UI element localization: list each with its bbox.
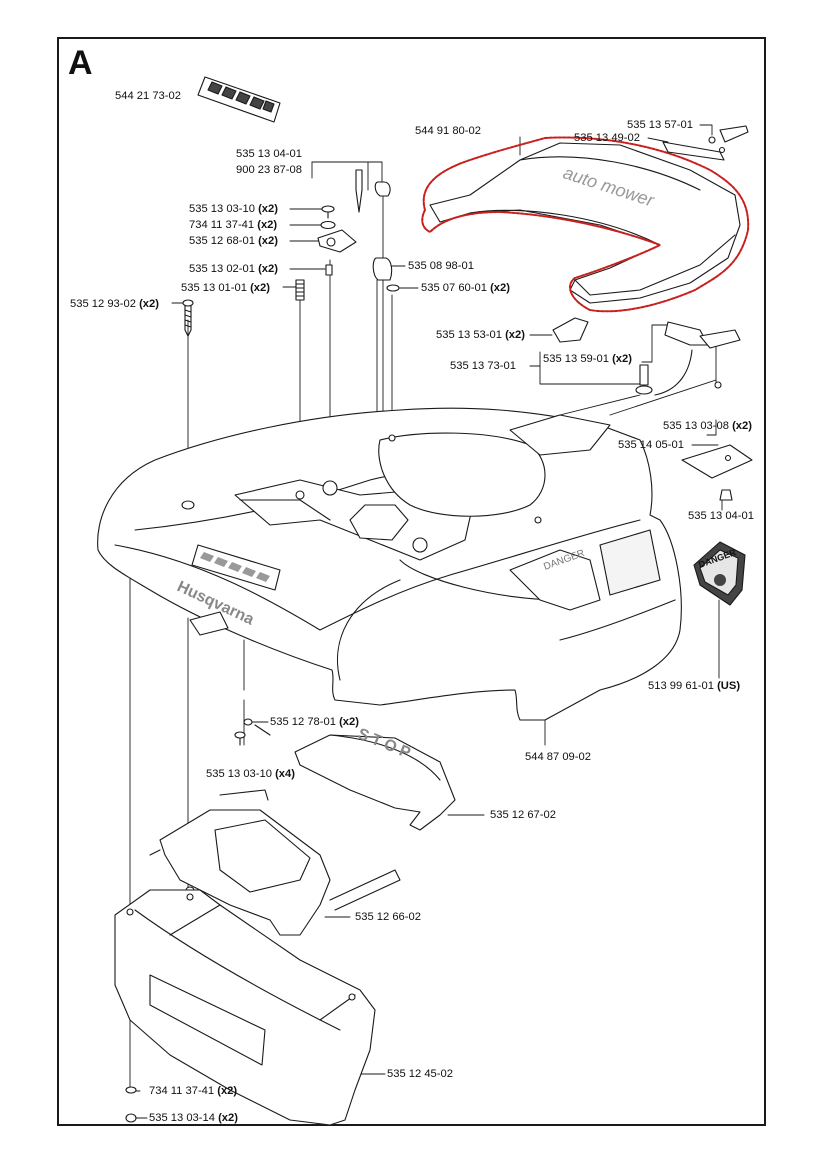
- part-label: 544 21 73-02: [115, 90, 181, 102]
- part-label: 513 99 61-01 (US): [648, 680, 741, 692]
- part-label: 535 13 03-10 (x4): [206, 768, 295, 780]
- part-label: 535 13 03-08 (x2): [663, 420, 752, 432]
- part-label: 535 08 98-01: [408, 260, 474, 272]
- part-label: 535 13 03-10 (x2): [189, 203, 278, 215]
- part-label: 900 23 87-08: [236, 164, 302, 176]
- section-letter: A: [68, 44, 93, 82]
- danger-label-drawing: DANGER: [693, 541, 746, 606]
- part-label: 535 13 57-01: [627, 119, 693, 131]
- part-label: 535 13 04-01: [688, 510, 754, 522]
- front-bumper-drawing: [114, 889, 376, 1126]
- fastener-drawings: [182, 169, 753, 501]
- part-label: 535 13 73-01: [450, 360, 516, 372]
- hinge-part-drawing: [662, 125, 749, 161]
- part-label: 535 13 59-01 (x2): [543, 353, 632, 365]
- part-label: 535 13 53-01 (x2): [436, 329, 525, 341]
- part-label: 535 12 45-02: [387, 1068, 453, 1080]
- part-label: 535 12 78-01 (x2): [270, 716, 359, 728]
- top-cover-drawing: auto mower: [429, 142, 741, 304]
- part-label: 535 12 66-02: [355, 911, 421, 923]
- part-label: 535 12 68-01 (x2): [189, 235, 278, 247]
- diagram-frame: [57, 37, 766, 1126]
- highlight-outline: [421, 136, 750, 313]
- leader-lines: [129, 124, 723, 1119]
- part-label: 734 11 37-41 (x2): [149, 1085, 238, 1097]
- part-label: 535 13 03-14 (x2): [149, 1112, 238, 1124]
- part-label: 535 07 60-01 (x2): [421, 282, 510, 294]
- part-label: 544 87 09-02: [525, 751, 591, 763]
- body-shell-drawing: Husqvarna DANGER: [97, 407, 682, 721]
- part-label: 535 13 02-01 (x2): [189, 263, 278, 275]
- part-label: 535 12 93-02 (x2): [70, 298, 159, 310]
- part-label: 535 14 05-01: [618, 439, 684, 451]
- part-label: 535 12 67-02: [490, 809, 556, 821]
- part-label: 535 13 49-02: [574, 132, 640, 144]
- part-label: 734 11 37-41 (x2): [189, 219, 278, 231]
- part-label: 535 13 01-01 (x2): [181, 282, 270, 294]
- part-label: 535 13 04-01: [236, 148, 302, 160]
- decal-strip-drawing: [197, 76, 281, 123]
- part-label: 544 91 80-02: [415, 125, 481, 137]
